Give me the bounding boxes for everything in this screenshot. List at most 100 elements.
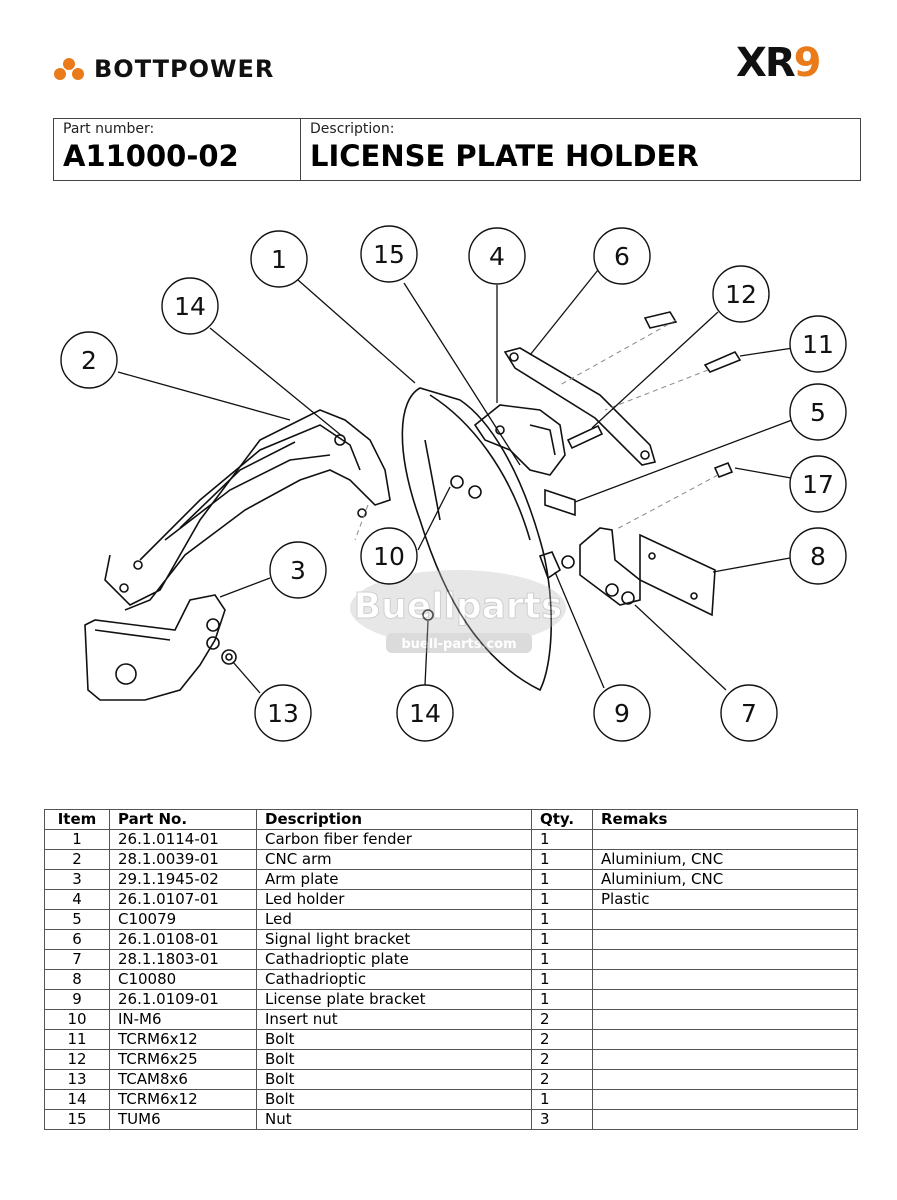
callout-label: 14 bbox=[409, 699, 441, 728]
cell-item: 13 bbox=[44, 1069, 110, 1090]
cell-remarks bbox=[592, 909, 858, 930]
header-description: Description bbox=[256, 809, 532, 830]
cell-description: Led bbox=[256, 909, 532, 930]
cell-item: 8 bbox=[44, 969, 110, 990]
header-item: Item bbox=[44, 809, 110, 830]
cell-description: Cathadrioptic plate bbox=[256, 949, 532, 970]
cell-item: 5 bbox=[44, 909, 110, 930]
watermark: Buellparts buell-parts.com bbox=[350, 570, 566, 653]
callout-label: 6 bbox=[614, 242, 630, 271]
cell-part-no: TCRM6x25 bbox=[109, 1049, 257, 1070]
cell-item: 14 bbox=[44, 1089, 110, 1110]
logo-dots-icon bbox=[54, 56, 86, 82]
callout-circle bbox=[593, 227, 651, 285]
cell-item: 2 bbox=[44, 849, 110, 870]
led-holder-part bbox=[473, 404, 566, 476]
cell-description: Arm plate bbox=[256, 869, 532, 890]
cell-part-no: 26.1.0108-01 bbox=[109, 929, 257, 950]
cell-part-no: 29.1.1945-02 bbox=[109, 869, 257, 890]
cell-part-no: TCAM8x6 bbox=[109, 1069, 257, 1090]
callout-circle bbox=[60, 331, 118, 389]
callout-circle bbox=[789, 315, 847, 373]
cell-qty: 1 bbox=[531, 1089, 593, 1110]
cell-part-no: TUM6 bbox=[109, 1109, 257, 1130]
cell-item: 4 bbox=[44, 889, 110, 910]
header-part-no: Part No. bbox=[109, 809, 257, 830]
license-bracket-part bbox=[538, 551, 562, 580]
cell-part-no: C10080 bbox=[109, 969, 257, 990]
cell-part-no: 26.1.0114-01 bbox=[109, 829, 257, 850]
cell-description: Bolt bbox=[256, 1029, 532, 1050]
cell-remarks: Aluminium, CNC bbox=[592, 869, 858, 890]
callout-label: 10 bbox=[373, 542, 405, 571]
cell-item: 6 bbox=[44, 929, 110, 950]
callout-label: 11 bbox=[802, 330, 834, 359]
callout-circle bbox=[161, 277, 219, 335]
cell-remarks bbox=[592, 989, 858, 1010]
cell-part-no: TCRM6x12 bbox=[109, 1089, 257, 1110]
callout-label: 5 bbox=[810, 398, 826, 427]
carbon-fender-part bbox=[401, 387, 552, 692]
cell-remarks bbox=[592, 1069, 858, 1090]
cell-remarks bbox=[592, 1009, 858, 1030]
callout-label: 7 bbox=[741, 699, 757, 728]
cell-qty: 1 bbox=[531, 869, 593, 890]
cell-description: CNC arm bbox=[256, 849, 532, 870]
cell-part-no: 26.1.0109-01 bbox=[109, 989, 257, 1010]
cell-remarks bbox=[592, 829, 858, 850]
cell-qty: 1 bbox=[531, 889, 593, 910]
callout-label: 13 bbox=[267, 699, 299, 728]
callout-circle bbox=[250, 230, 308, 288]
callout-circle bbox=[254, 684, 312, 742]
description-cell: Description: LICENSE PLATE HOLDER bbox=[301, 119, 860, 180]
cell-remarks: Plastic bbox=[592, 889, 858, 910]
cell-part-no: IN-M6 bbox=[109, 1009, 257, 1030]
cell-description: Bolt bbox=[256, 1049, 532, 1070]
cell-remarks bbox=[592, 1089, 858, 1110]
callout-label: 1 bbox=[271, 245, 287, 274]
description-label: Description: bbox=[310, 121, 395, 137]
callout-circle bbox=[789, 383, 847, 441]
cell-qty: 1 bbox=[531, 849, 593, 870]
cell-remarks bbox=[592, 969, 858, 990]
watermark-url: buell-parts.com bbox=[401, 637, 516, 652]
cell-remarks bbox=[592, 1109, 858, 1130]
cell-description: License plate bracket bbox=[256, 989, 532, 1010]
bolt-12b-part bbox=[566, 424, 604, 450]
cell-qty: 1 bbox=[531, 829, 593, 850]
cnc-arm-part bbox=[104, 409, 391, 611]
callout-label: 15 bbox=[373, 240, 405, 269]
cell-qty: 2 bbox=[531, 1049, 593, 1070]
bolt-17-part bbox=[713, 461, 734, 479]
xr9-logo: XR9 bbox=[736, 40, 821, 86]
cell-qty: 2 bbox=[531, 1029, 593, 1050]
cell-description: Led holder bbox=[256, 889, 532, 910]
callout-label: 12 bbox=[725, 280, 757, 309]
cell-part-no: C10079 bbox=[109, 909, 257, 930]
cell-item: 7 bbox=[44, 949, 110, 970]
cell-remarks: Aluminium, CNC bbox=[592, 849, 858, 870]
cell-remarks bbox=[592, 949, 858, 970]
callout-circle bbox=[593, 684, 651, 742]
cell-part-no: TCRM6x12 bbox=[109, 1029, 257, 1050]
cell-description: Bolt bbox=[256, 1069, 532, 1090]
callout-circle bbox=[360, 527, 418, 585]
callout-label: 8 bbox=[810, 542, 826, 571]
title-block: Part number: A11000-02 Description: LICE… bbox=[53, 118, 861, 181]
callout-label: 2 bbox=[81, 346, 97, 375]
cell-item: 9 bbox=[44, 989, 110, 1010]
callout-label: 3 bbox=[290, 556, 306, 585]
